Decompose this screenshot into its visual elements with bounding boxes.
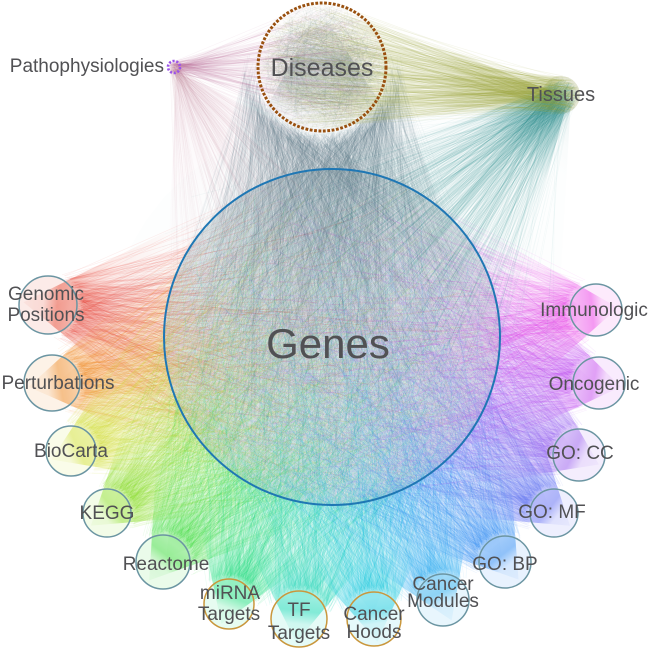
svg-text:Targets: Targets [198, 604, 260, 625]
svg-text:Modules: Modules [407, 591, 479, 612]
svg-text:TF: TF [287, 600, 310, 621]
svg-text:Cancer: Cancer [343, 604, 405, 625]
svg-text:KEGG: KEGG [80, 503, 135, 524]
svg-text:Tissues: Tissues [527, 84, 595, 106]
svg-text:BioCarta: BioCarta [34, 441, 108, 462]
svg-text:Cancer: Cancer [412, 574, 474, 595]
svg-text:Diseases: Diseases [271, 54, 374, 82]
svg-text:miRNA: miRNA [200, 583, 260, 604]
svg-text:Genomic: Genomic [8, 284, 84, 305]
svg-text:Genes: Genes [266, 320, 390, 367]
svg-text:Pathophysiologies: Pathophysiologies [10, 56, 164, 77]
svg-text:GO: BP: GO: BP [472, 554, 537, 575]
svg-text:Positions: Positions [7, 305, 84, 326]
svg-text:Immunologic: Immunologic [540, 300, 648, 321]
svg-text:Oncogenic: Oncogenic [549, 374, 640, 395]
svg-text:Reactome: Reactome [123, 554, 210, 575]
svg-text:GO: MF: GO: MF [518, 502, 586, 523]
svg-text:Targets: Targets [268, 623, 330, 644]
svg-text:Hoods: Hoods [347, 622, 402, 643]
svg-text:Perturbations: Perturbations [1, 373, 114, 394]
svg-text:GO: CC: GO: CC [546, 443, 614, 464]
